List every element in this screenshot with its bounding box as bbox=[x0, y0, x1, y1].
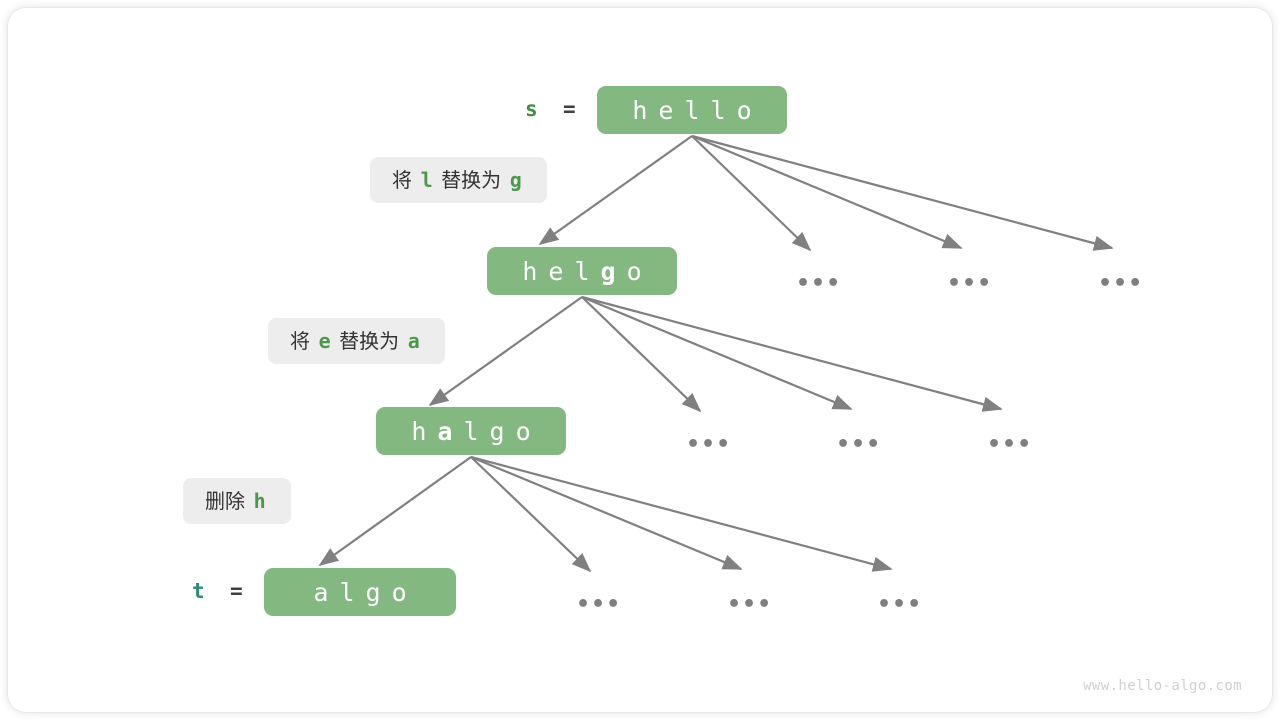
ellipsis-node: ••• bbox=[987, 432, 1033, 457]
char: l bbox=[463, 416, 490, 446]
equals-sign: = bbox=[537, 97, 576, 121]
string-node-hello[interactable]: hello bbox=[597, 86, 787, 134]
char: o bbox=[391, 577, 418, 607]
variable-label-t: t = bbox=[192, 581, 243, 602]
string-node-text: hello bbox=[621, 98, 762, 123]
char: l bbox=[339, 577, 366, 607]
recursion-edge bbox=[470, 456, 592, 573]
string-node-algo[interactable]: algo bbox=[264, 568, 456, 616]
char: g bbox=[365, 577, 392, 607]
recursion-edge bbox=[428, 296, 583, 407]
ellipsis-node: ••• bbox=[796, 271, 842, 296]
operation-label-op-replace-l-g[interactable]: 将 l 替换为 g bbox=[370, 157, 547, 203]
highlighted-char: g bbox=[600, 256, 627, 286]
ellipsis-node: ••• bbox=[576, 592, 622, 617]
operation-label-op-delete-h[interactable]: 删除 h bbox=[183, 478, 291, 524]
recursion-edge bbox=[691, 134, 963, 250]
recursion-edge bbox=[691, 135, 812, 252]
recursion-edge bbox=[318, 456, 472, 567]
char: e bbox=[548, 256, 575, 286]
ellipsis-node: ••• bbox=[947, 271, 993, 296]
operation-prefix: 删除 bbox=[205, 490, 251, 513]
recursion-edge bbox=[538, 135, 693, 246]
char: g bbox=[489, 416, 516, 446]
variable-name: s bbox=[525, 97, 538, 121]
string-node-text: helgo bbox=[511, 259, 652, 284]
operation-from-char: e bbox=[318, 328, 331, 353]
ellipsis-node: ••• bbox=[877, 592, 923, 617]
recursion-edge bbox=[470, 455, 893, 572]
operation-from-char: l bbox=[420, 167, 433, 192]
recursion-edge bbox=[470, 455, 743, 571]
char: o bbox=[515, 416, 542, 446]
highlighted-char: a bbox=[437, 416, 464, 446]
ellipsis-node: ••• bbox=[1098, 271, 1144, 296]
recursion-edge bbox=[581, 295, 1003, 412]
operation-text: 删除 h bbox=[205, 491, 269, 512]
operation-to-char: g bbox=[509, 167, 522, 192]
ellipsis-node: ••• bbox=[686, 432, 732, 457]
operation-prefix: 将 bbox=[290, 330, 316, 353]
char: l bbox=[710, 95, 737, 125]
variable-label-s: s = bbox=[525, 99, 576, 120]
string-node-halgo[interactable]: halgo bbox=[376, 407, 566, 455]
ellipsis-node: ••• bbox=[727, 592, 773, 617]
operation-from-char: h bbox=[253, 488, 266, 513]
char: o bbox=[736, 95, 763, 125]
string-node-text: halgo bbox=[400, 419, 541, 444]
recursion-edge bbox=[691, 134, 1114, 251]
operation-label-op-replace-e-a[interactable]: 将 e 替换为 a bbox=[268, 318, 445, 364]
operation-text: 将 l 替换为 g bbox=[392, 170, 525, 191]
char: h bbox=[632, 95, 659, 125]
char: a bbox=[313, 577, 340, 607]
ellipsis-node: ••• bbox=[836, 432, 882, 457]
equals-sign: = bbox=[204, 579, 243, 603]
char: l bbox=[684, 95, 711, 125]
char: e bbox=[658, 95, 685, 125]
char: h bbox=[411, 416, 438, 446]
operation-text: 将 e 替换为 a bbox=[290, 331, 423, 352]
string-node-helgo[interactable]: helgo bbox=[487, 247, 677, 295]
watermark: www.hello-algo.com bbox=[1083, 678, 1242, 694]
operation-middle: 替换为 bbox=[333, 330, 405, 353]
recursion-edge bbox=[581, 295, 853, 411]
string-node-text: algo bbox=[302, 580, 417, 605]
operation-middle: 替换为 bbox=[435, 169, 507, 192]
operation-prefix: 将 bbox=[392, 169, 418, 192]
recursion-edge bbox=[581, 296, 702, 413]
operation-to-char: a bbox=[407, 328, 420, 353]
variable-name: t bbox=[192, 579, 205, 603]
char: o bbox=[626, 256, 653, 286]
char: l bbox=[574, 256, 601, 286]
char: h bbox=[522, 256, 549, 286]
